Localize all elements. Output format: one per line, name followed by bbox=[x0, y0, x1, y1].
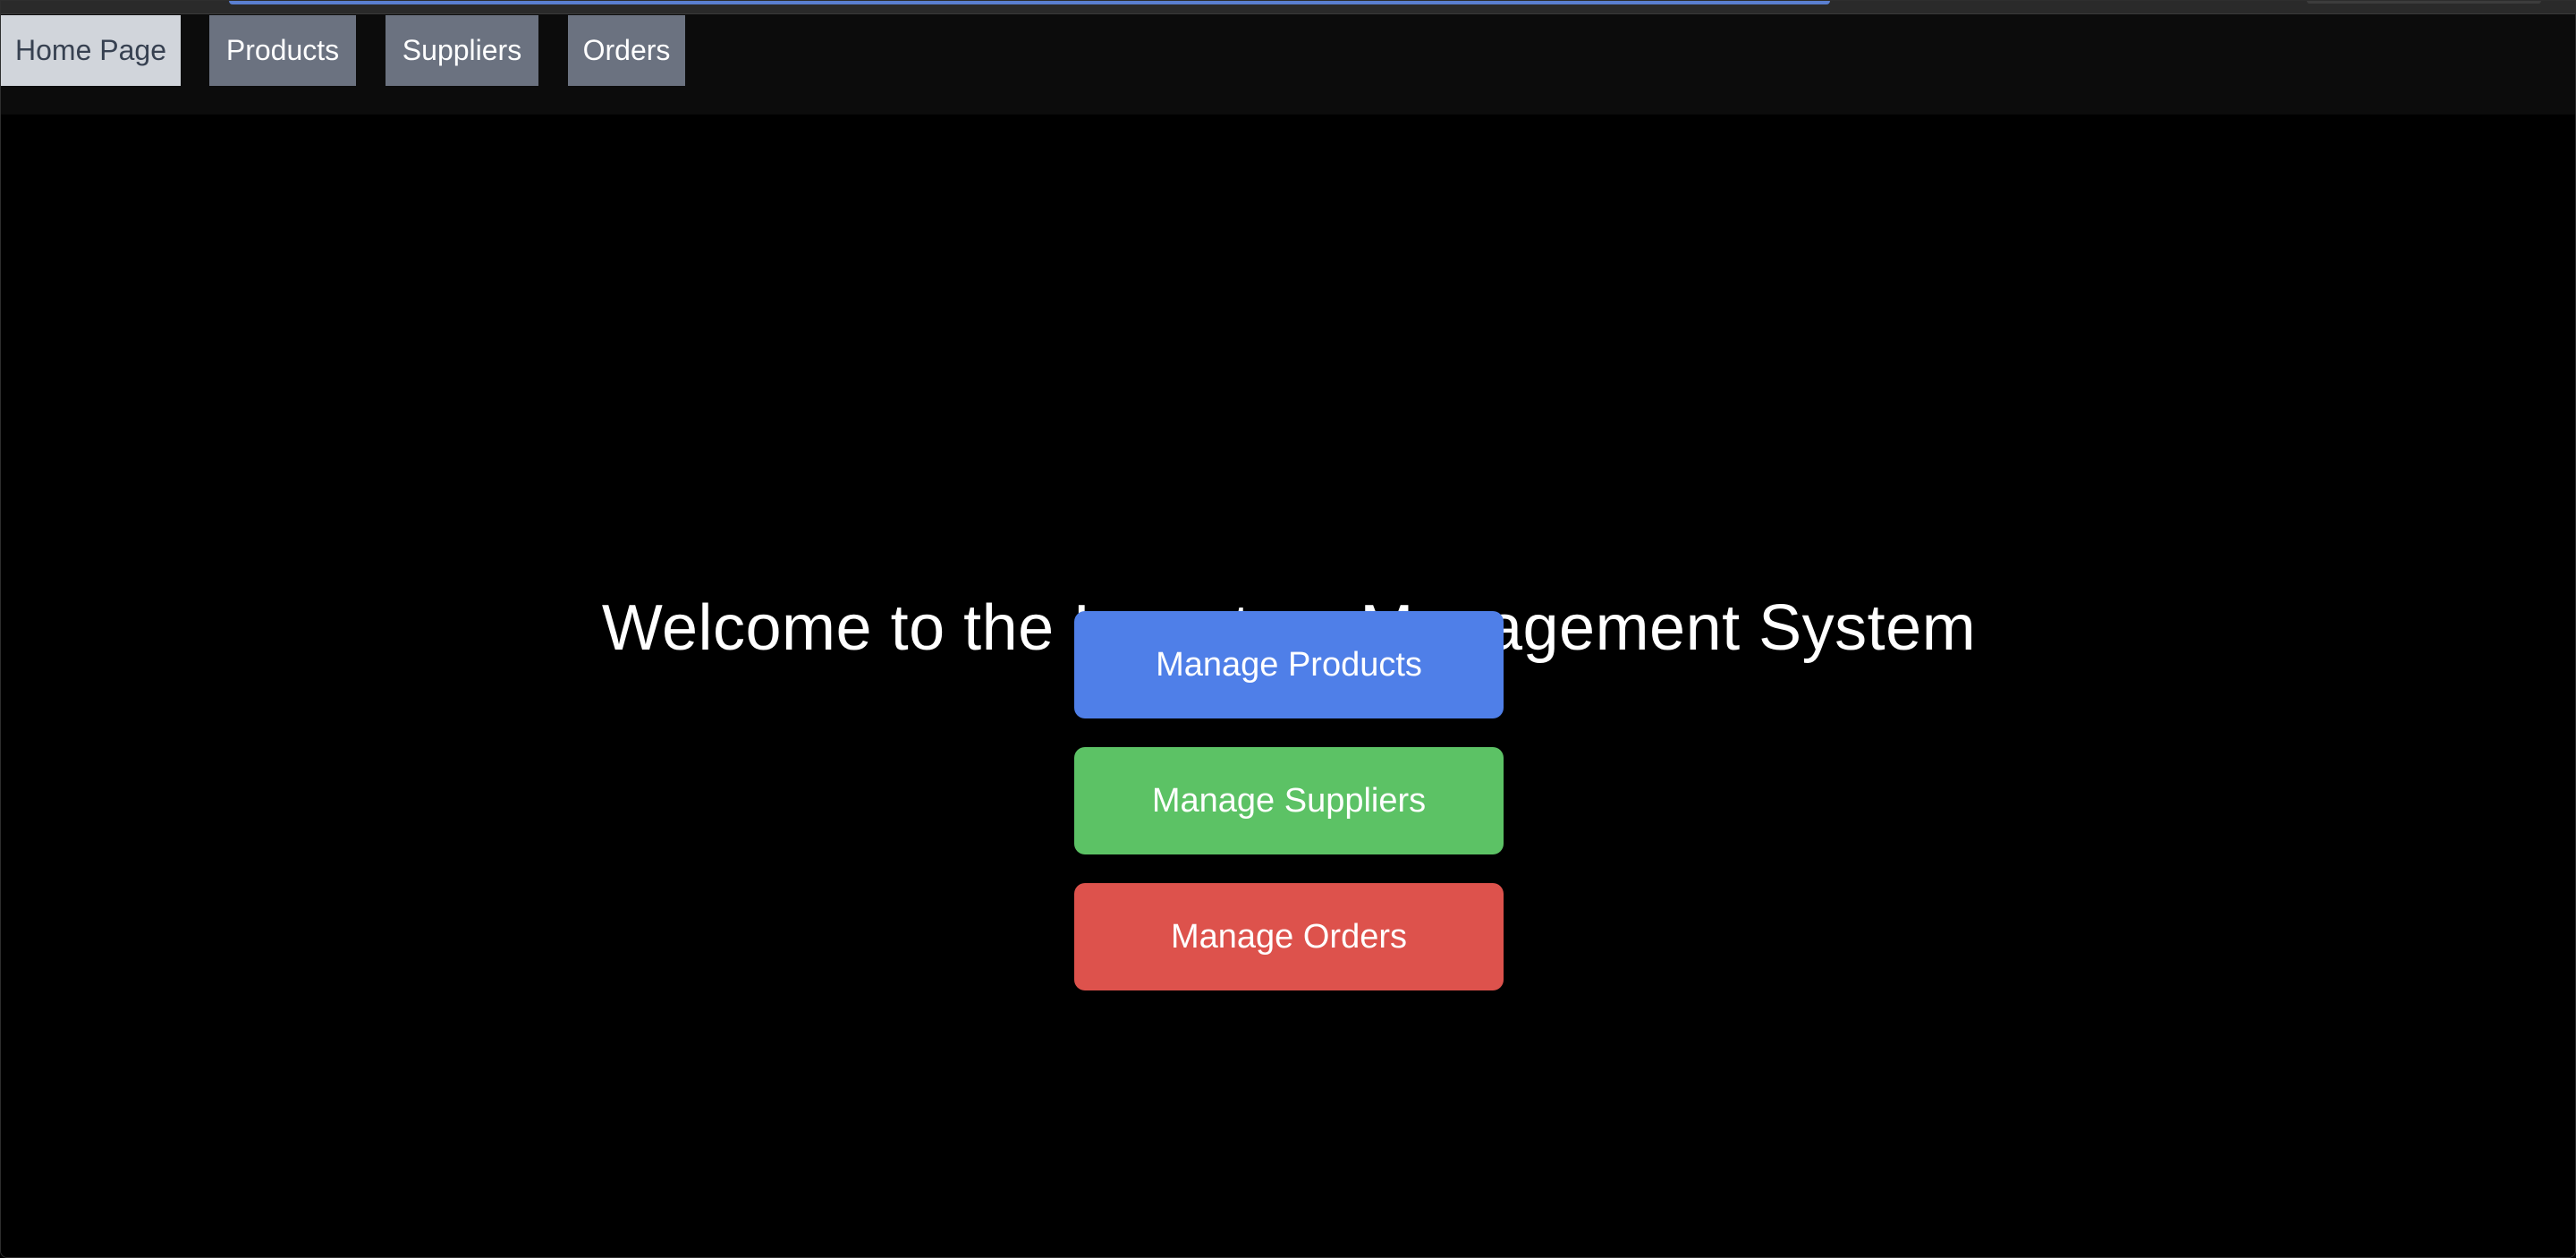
nav-tab-home[interactable]: Home Page bbox=[1, 15, 181, 86]
browser-chrome-strip bbox=[1, 1, 2575, 14]
nav-tab-orders[interactable]: Orders bbox=[568, 15, 685, 86]
main-content: Welcome to the Inventory Management Syst… bbox=[1, 115, 2575, 1257]
manage-orders-button[interactable]: Manage Orders bbox=[1074, 883, 1504, 990]
toolbar-control[interactable] bbox=[2307, 1, 2541, 4]
manage-suppliers-button[interactable]: Manage Suppliers bbox=[1074, 747, 1504, 854]
manage-products-button[interactable]: Manage Products bbox=[1074, 611, 1504, 718]
address-bar[interactable] bbox=[229, 1, 1830, 4]
nav-tab-products[interactable]: Products bbox=[209, 15, 356, 86]
top-navbar: Home Page Products Suppliers Orders bbox=[1, 14, 2575, 115]
nav-tab-suppliers[interactable]: Suppliers bbox=[386, 15, 538, 86]
